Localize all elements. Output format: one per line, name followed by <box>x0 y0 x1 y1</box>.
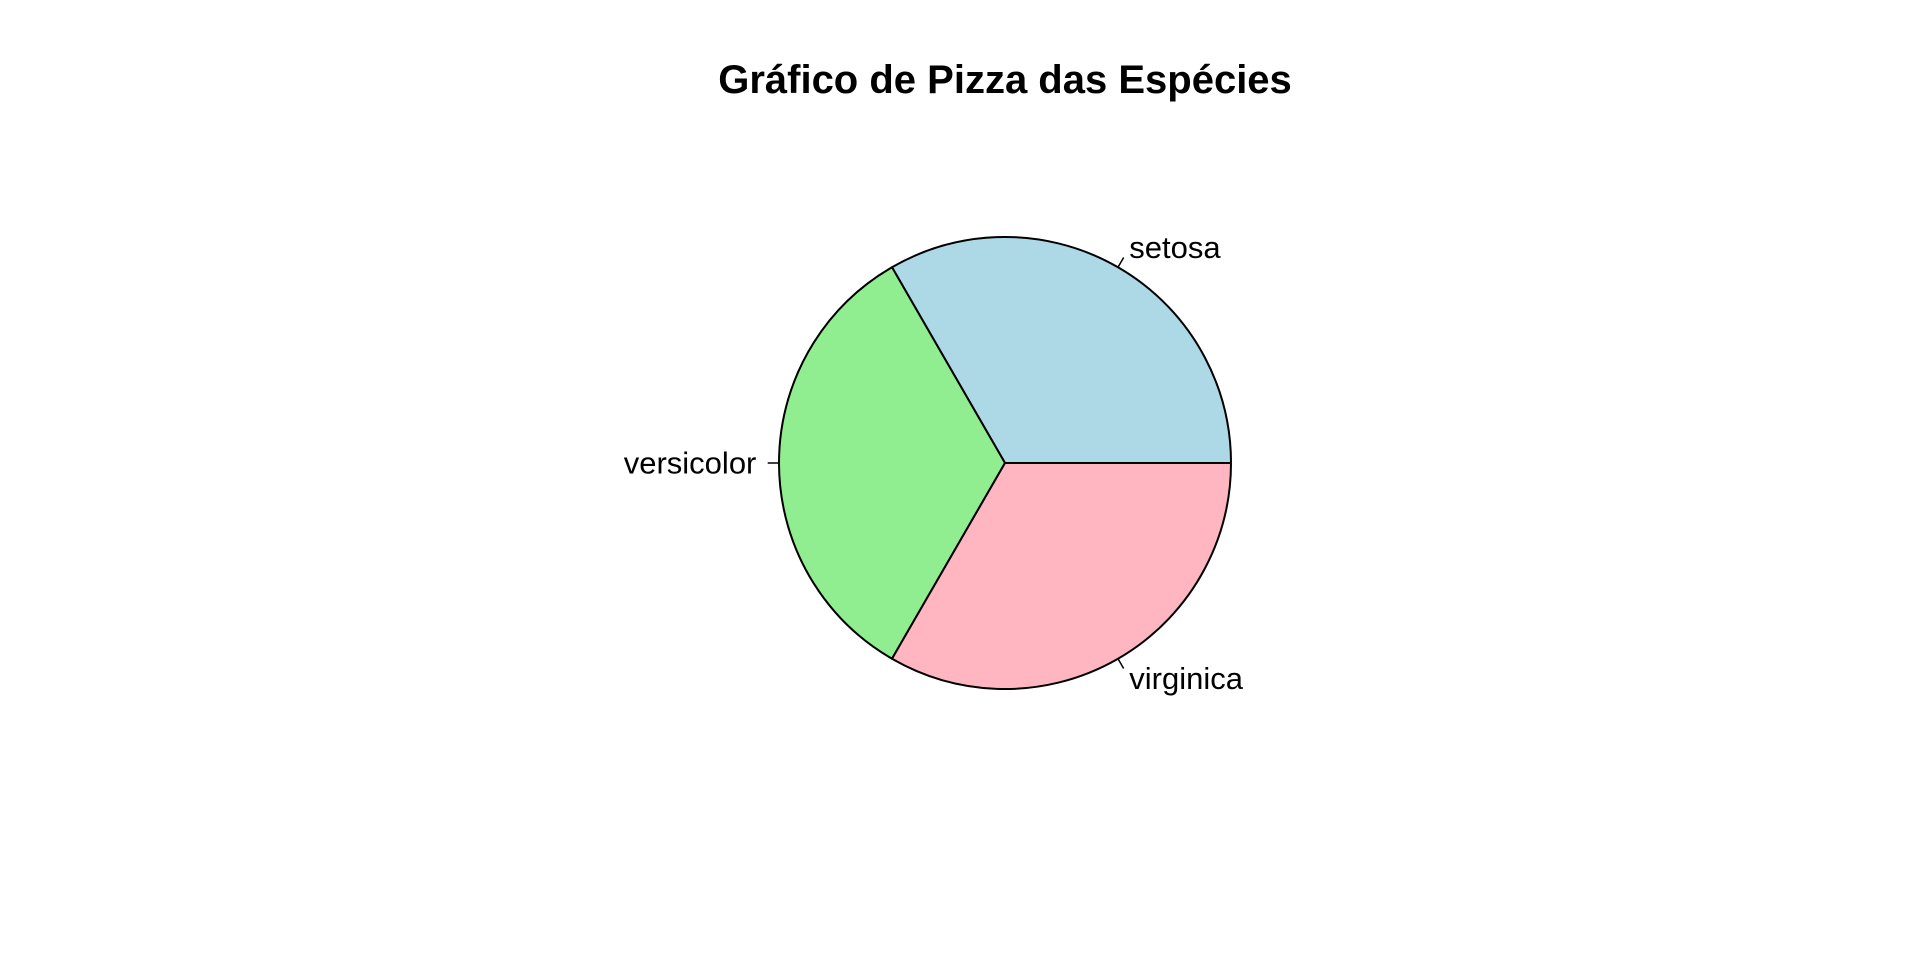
pie-label-setosa: setosa <box>1129 230 1221 265</box>
pie-label-tick-virginica <box>1117 658 1125 669</box>
chart-title: Gráfico de Pizza das Espécies <box>718 58 1292 102</box>
pie-label-tick-setosa <box>1117 257 1125 268</box>
pie-labels: setosa versicolor virginica <box>624 230 1244 696</box>
pie-slices <box>777 236 1232 690</box>
pie-label-versicolor: versicolor <box>624 446 757 481</box>
pie-label-virginica: virginica <box>1129 661 1243 696</box>
